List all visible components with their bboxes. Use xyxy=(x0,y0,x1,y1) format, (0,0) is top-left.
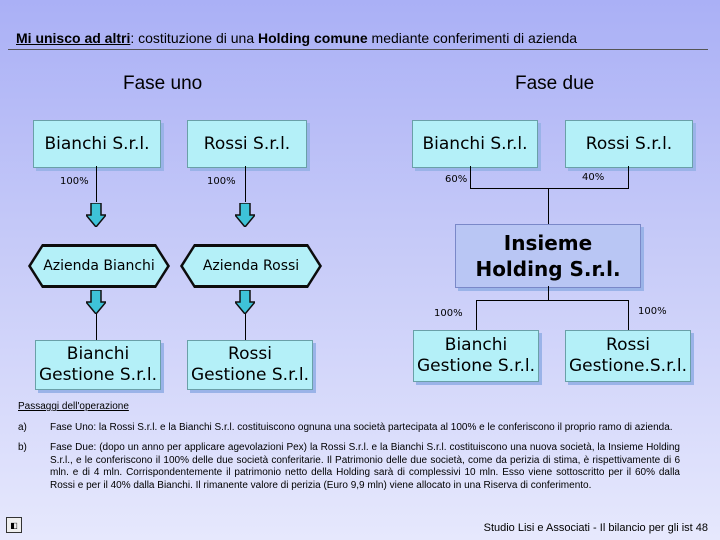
slide-nav-icon[interactable]: ◧ xyxy=(6,517,22,533)
connector-line xyxy=(628,300,629,330)
bianchi-srl-box-phase-two: Bianchi S.r.l. xyxy=(412,120,538,168)
connector-line xyxy=(96,314,97,340)
azienda-rossi-box: Azienda Rossi xyxy=(180,244,322,288)
azienda-bianchi-box: Azienda Bianchi xyxy=(28,244,170,288)
azienda-bianchi-label: Azienda Bianchi xyxy=(43,258,155,274)
holding-box: Insieme Holding S.r.l. xyxy=(455,224,641,288)
operation-notes: Passaggi dell'operazione a) Fase Uno: la… xyxy=(18,401,680,500)
phase-one-heading: Fase uno xyxy=(123,73,203,94)
pct-bianchi-phase-two: 60% xyxy=(445,174,468,185)
note-item: a) Fase Uno: la Rossi S.r.l. e la Bianch… xyxy=(18,422,680,435)
connector-line xyxy=(476,300,477,330)
rossi-srl-label: Rossi S.r.l. xyxy=(585,133,673,154)
down-arrow-icon xyxy=(86,203,106,227)
slide-title: Mi unisco ad altri: costituzione di una … xyxy=(16,30,577,46)
bianchi-srl-label: Bianchi S.r.l. xyxy=(44,133,150,154)
rossi-srl-box: Rossi S.r.l. xyxy=(187,120,307,168)
connector-line xyxy=(548,188,549,224)
pct-bianchi-phase-one: 100% xyxy=(60,176,89,187)
pct-rossi-phase-two: 40% xyxy=(582,172,605,183)
connector-line xyxy=(548,286,549,300)
title-underline xyxy=(8,27,708,50)
title-underlined: Mi unisco ad altri xyxy=(16,30,131,46)
bianchi-gestione-label: Bianchi Gestione S.r.l. xyxy=(38,344,158,385)
bianchi-gestione-box-phase-one: Bianchi Gestione S.r.l. xyxy=(35,340,161,390)
bianchi-gestione-label: Bianchi Gestione S.r.l. xyxy=(416,335,536,376)
footer-text: Studio Lisi e Associati - Il bilancio pe… xyxy=(481,522,708,534)
title-rest-plain2: mediante conferimenti di azienda xyxy=(367,30,578,46)
note-label: a) xyxy=(18,421,27,433)
bianchi-srl-box: Bianchi S.r.l. xyxy=(33,120,161,168)
phase-two-heading: Fase due xyxy=(515,73,595,94)
note-text: Fase Due: (dopo un anno per applicare ag… xyxy=(50,442,680,491)
connector-line xyxy=(476,300,628,301)
title-rest-plain1: : costituzione di una xyxy=(130,30,258,46)
note-text: Fase Uno: la Rossi S.r.l. e la Bianchi S… xyxy=(50,421,673,433)
bianchi-gestione-box-phase-two: Bianchi Gestione S.r.l. xyxy=(413,330,539,382)
pct-left-phase-two: 100% xyxy=(434,308,463,319)
note-label: b) xyxy=(18,442,27,453)
connector-line xyxy=(245,314,246,340)
note-item: b) Fase Due: (dopo un anno per applicare… xyxy=(18,442,680,492)
down-arrow-icon xyxy=(235,290,255,314)
connector-line xyxy=(470,188,629,189)
rossi-srl-box-phase-two: Rossi S.r.l. xyxy=(565,120,693,168)
bianchi-srl-label: Bianchi S.r.l. xyxy=(422,133,528,154)
notes-heading: Passaggi dell'operazione xyxy=(18,401,129,412)
holding-label: Insieme Holding S.r.l. xyxy=(475,231,621,281)
pct-rossi-phase-one: 100% xyxy=(207,176,236,187)
down-arrow-icon xyxy=(235,203,255,227)
rossi-srl-label: Rossi S.r.l. xyxy=(203,133,291,154)
azienda-rossi-label: Azienda Rossi xyxy=(202,258,300,274)
pct-right-phase-two: 100% xyxy=(638,306,667,317)
title-bold: Holding comune xyxy=(258,30,368,46)
connector-line xyxy=(628,166,629,188)
rossi-gestione-label: Rossi Gestione.S.r.l. xyxy=(568,335,688,376)
connector-line xyxy=(470,166,471,188)
rossi-gestione-box-phase-one: Rossi Gestione S.r.l. xyxy=(187,340,313,390)
connector-line xyxy=(96,166,97,202)
connector-line xyxy=(245,166,246,202)
down-arrow-icon xyxy=(86,290,106,314)
rossi-gestione-label: Rossi Gestione S.r.l. xyxy=(190,344,310,385)
rossi-gestione-box-phase-two: Rossi Gestione.S.r.l. xyxy=(565,330,691,382)
